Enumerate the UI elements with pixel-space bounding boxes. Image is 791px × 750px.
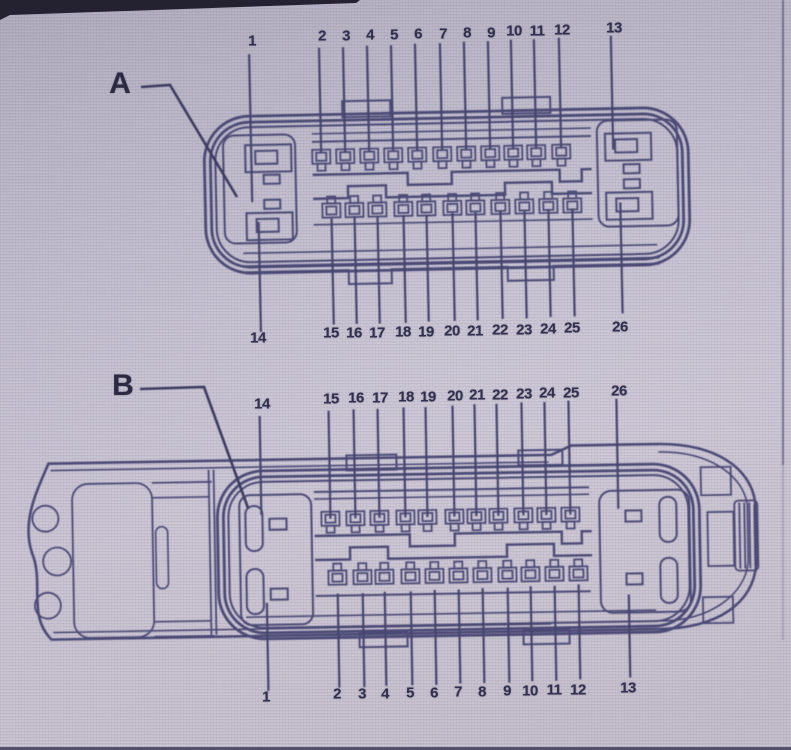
pin-number-label: 21 bbox=[469, 386, 485, 404]
pin-number-label: 22 bbox=[492, 321, 508, 339]
terminal-row-b-bottom bbox=[327, 558, 589, 586]
pin-number-label: 14 bbox=[254, 395, 270, 413]
pin-number-label: 7 bbox=[454, 683, 462, 701]
pin-number-label: 21 bbox=[467, 322, 483, 340]
pin-number-label: 6 bbox=[430, 684, 438, 702]
pin-number-label: 5 bbox=[406, 684, 414, 702]
pin-number-label: 10 bbox=[522, 682, 538, 700]
pin-number-label: 17 bbox=[372, 389, 388, 407]
pin-number-label: 15 bbox=[323, 390, 339, 408]
pin-number-label: 13 bbox=[620, 679, 636, 697]
pin-number-label: 7 bbox=[439, 25, 447, 43]
pin-number-label: 8 bbox=[463, 24, 471, 42]
pin-number-label: 24 bbox=[539, 384, 555, 402]
pin-number-label: 22 bbox=[492, 386, 508, 404]
pin-leader-lines-b bbox=[258, 398, 632, 691]
pin-number-label: 2 bbox=[333, 685, 341, 703]
pin-number-label: 19 bbox=[418, 323, 434, 341]
pin-number-label: 16 bbox=[348, 389, 364, 407]
pin-number-label: 2 bbox=[318, 27, 326, 45]
pin-number-label: 23 bbox=[516, 385, 532, 403]
pin-number-label: 18 bbox=[395, 323, 411, 341]
pin-number-label: 20 bbox=[444, 322, 460, 340]
connector-b-label: B bbox=[112, 369, 134, 402]
pin-number-label: 11 bbox=[529, 22, 545, 40]
pin-number-label: 10 bbox=[506, 22, 522, 40]
pin-number-label: 9 bbox=[503, 682, 511, 700]
pin-number-label: 15 bbox=[323, 324, 339, 342]
pin-number-label: 16 bbox=[346, 324, 362, 342]
pin-number-label: 25 bbox=[564, 319, 580, 337]
pin-number-label: 12 bbox=[570, 681, 586, 699]
pin-number-label: 1 bbox=[248, 32, 256, 50]
pin-number-label: 3 bbox=[358, 685, 366, 703]
pin-number-label: 17 bbox=[369, 324, 385, 342]
connector-a-drawing bbox=[202, 35, 692, 333]
pin-number-label: 3 bbox=[342, 27, 350, 45]
pin-number-label: 20 bbox=[447, 387, 463, 405]
pin-number-label: 23 bbox=[516, 321, 532, 339]
latch-detail bbox=[699, 465, 760, 625]
pin-number-label: 4 bbox=[381, 685, 389, 703]
pin-leader-lines-a bbox=[248, 35, 624, 333]
pin-number-label: 14 bbox=[250, 329, 266, 347]
pin-number-label: 18 bbox=[398, 388, 414, 406]
connector-b-leader bbox=[139, 385, 250, 509]
pin-number-label: 11 bbox=[546, 681, 562, 699]
pin-number-label: 4 bbox=[366, 26, 374, 44]
pin-number-label: 13 bbox=[606, 19, 622, 37]
pin-number-label: 12 bbox=[554, 21, 570, 39]
connector-b-drawing bbox=[27, 398, 760, 691]
pin-number-label: 6 bbox=[414, 25, 422, 43]
connector-a-leader bbox=[140, 83, 239, 198]
pin-number-label: 24 bbox=[540, 320, 556, 338]
connector-a-label: A bbox=[109, 67, 131, 100]
pin-number-label: 1 bbox=[262, 688, 270, 706]
pin-number-label: 9 bbox=[487, 24, 495, 42]
terminal-row-b-top bbox=[320, 506, 581, 534]
pin-number-label: 5 bbox=[390, 26, 398, 44]
photo-bottom-edge bbox=[0, 747, 791, 750]
pin-number-label: 26 bbox=[612, 318, 628, 336]
pin-number-label: 8 bbox=[478, 683, 486, 701]
pin-number-label: 25 bbox=[563, 384, 579, 402]
pin-number-label: 19 bbox=[420, 388, 436, 406]
pin-number-label: 26 bbox=[611, 382, 627, 400]
